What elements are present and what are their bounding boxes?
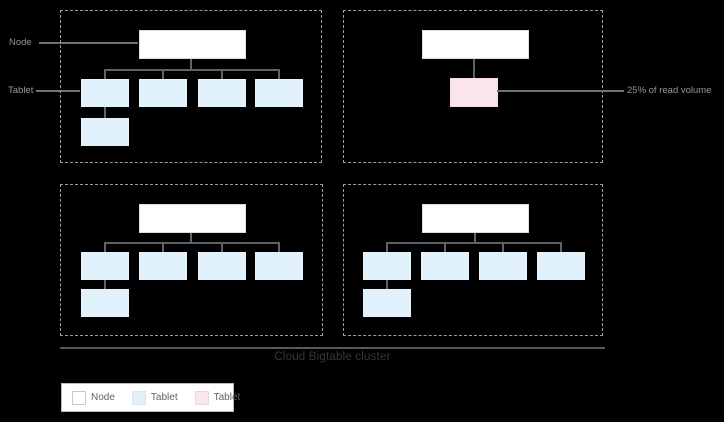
legend: Node Tablet Tablet — [61, 383, 240, 412]
connector-line — [104, 244, 106, 252]
connector-line — [386, 280, 388, 289]
connector-line — [278, 244, 280, 252]
cluster-caption: Cloud Bigtable cluster — [274, 351, 391, 363]
node-leader-line — [39, 42, 138, 44]
connector-line — [104, 71, 106, 79]
connector-line — [221, 71, 223, 79]
tablet-box — [81, 289, 129, 317]
tablet-swatch — [131, 390, 146, 405]
cluster-bracket-line — [60, 347, 605, 349]
connector-line — [162, 244, 164, 252]
legend-item-tablet: Tablet — [131, 390, 178, 405]
tablet-box — [139, 79, 187, 107]
node-box — [422, 30, 529, 59]
node-label: Node — [9, 37, 32, 48]
tablet-box — [198, 79, 246, 107]
tablet-box — [479, 252, 527, 280]
tablet-box — [255, 252, 303, 280]
tablet-box — [139, 252, 187, 280]
tablet-box — [537, 252, 585, 280]
tablet-box — [421, 252, 469, 280]
legend-label: Node — [91, 391, 115, 403]
tablet-box — [255, 79, 303, 107]
read-volume-leader-line — [497, 90, 624, 92]
tablet-box — [81, 252, 129, 280]
tablet-label: Tablet — [8, 85, 34, 96]
quadrant-top-right — [343, 10, 603, 163]
connector-line — [444, 244, 446, 252]
connector-line — [190, 59, 192, 69]
connector-line — [386, 244, 388, 252]
legend-item-hot-tablet: Tablet — [194, 390, 241, 405]
connector-line — [474, 233, 476, 242]
connector-line — [104, 280, 106, 289]
node-swatch — [72, 390, 86, 405]
tablet-leader-line — [36, 90, 80, 92]
connector-line — [162, 71, 164, 79]
tablet-box — [363, 289, 411, 317]
connector-line — [560, 244, 562, 252]
node-box — [139, 30, 246, 59]
connector-line — [221, 244, 223, 252]
quadrant-bottom-right — [343, 184, 603, 336]
tablet-box — [81, 79, 129, 107]
connector-bus — [104, 69, 280, 71]
hot-tablet-swatch — [194, 390, 209, 405]
connector-bus — [104, 242, 280, 244]
connector-line — [104, 107, 106, 118]
connector-line — [278, 71, 280, 79]
legend-label: Tablet — [213, 391, 241, 403]
node-box — [139, 204, 246, 233]
connector-line — [473, 59, 475, 78]
legend-item-node: Node — [72, 390, 115, 405]
read-volume-label: 25% of read volume — [627, 85, 712, 96]
node-box — [422, 204, 529, 233]
hot-tablet-box — [450, 78, 498, 107]
legend-label: Tablet — [150, 391, 178, 403]
tablet-box — [198, 252, 246, 280]
connector-bus — [386, 242, 562, 244]
connector-line — [190, 233, 192, 242]
quadrant-bottom-left — [60, 184, 323, 336]
tablet-box — [363, 252, 411, 280]
quadrant-top-left — [60, 10, 322, 163]
tablet-box — [81, 118, 129, 146]
connector-line — [502, 244, 504, 252]
